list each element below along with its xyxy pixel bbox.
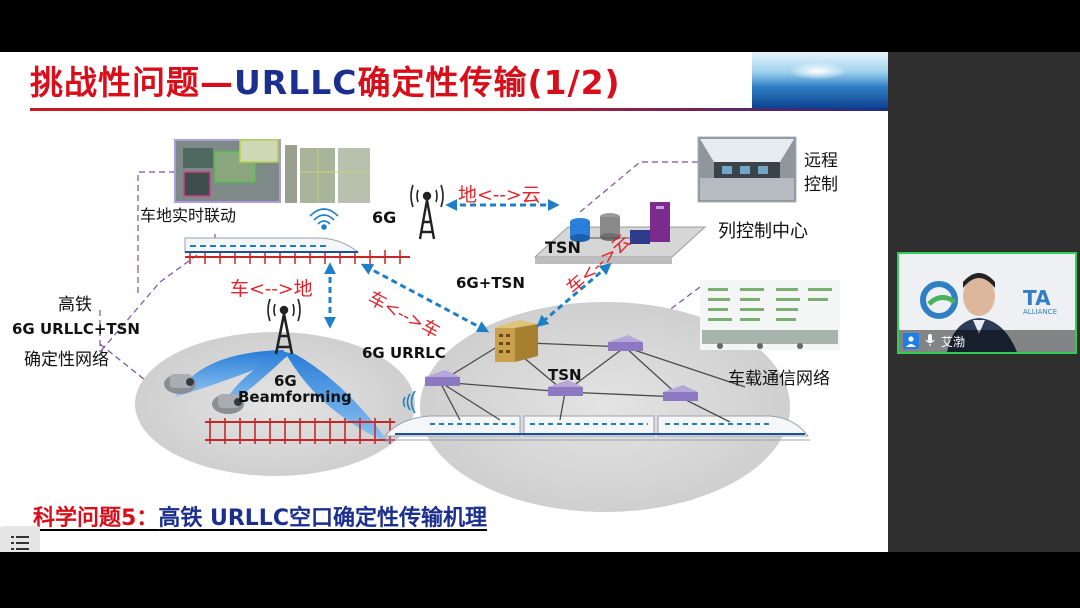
tsn-switch-icon xyxy=(548,380,583,396)
label-remote-control-line1: 远程 xyxy=(804,151,838,171)
tsn-switch-icon xyxy=(663,385,698,401)
slide-menu-button[interactable] xyxy=(0,526,40,552)
label-6g-tsn: 6G+TSN xyxy=(456,274,525,292)
label-remote-control-line2: 控制 xyxy=(804,175,838,195)
label-tsn-top: TSN xyxy=(545,238,581,257)
science-question: 科学问题5：高铁 URLLC空口确定性传输机理 xyxy=(33,506,487,531)
microphone-icon[interactable] xyxy=(925,332,935,351)
label-veh-ground: 车<-->地 xyxy=(230,278,313,300)
label-beamforming: Beamforming xyxy=(238,388,352,406)
beamforming-tower-icon xyxy=(267,298,301,355)
label-hsr-line2: 6G URLLC+TSN xyxy=(12,320,140,338)
menu-list-icon xyxy=(11,536,29,550)
wireless-signal-icon xyxy=(309,208,339,230)
participant-name-bar: 艾渤 xyxy=(899,330,1075,352)
participant-video xyxy=(899,254,1075,352)
title-underline xyxy=(30,108,888,111)
label-hsr-line1: 高铁 xyxy=(58,295,92,315)
wireless-signal-icon xyxy=(402,390,416,414)
tsn-switch-icon xyxy=(608,335,643,351)
gateway-router-icon xyxy=(495,320,538,362)
vehicle-ground-photos xyxy=(174,139,370,203)
label-onboard-network: 车载通信网络 xyxy=(728,369,830,389)
camera-icon xyxy=(212,394,244,414)
participant-logo-text: TA xyxy=(1023,286,1051,310)
cloud-tsn-platform xyxy=(533,202,707,264)
label-6g-urrlc: 6G URRLC xyxy=(362,344,446,362)
camera-icon xyxy=(164,374,196,394)
base-station-tower-icon xyxy=(410,184,444,240)
bottom-track xyxy=(205,418,395,444)
participant-name: 艾渤 xyxy=(941,334,966,349)
slide-title: 挑战性问题—URLLC确定性传输(1/2) xyxy=(30,63,621,102)
header-sea-image xyxy=(752,52,888,110)
onboard-network-image xyxy=(700,280,840,350)
label-6g-beam: 6G xyxy=(274,372,297,390)
label-hsr-line3: 确定性网络 xyxy=(24,350,109,370)
link-arrows xyxy=(324,199,612,333)
top-train xyxy=(184,237,410,264)
label-tsn-middle: TSN xyxy=(548,366,582,384)
participant-video-tile[interactable]: TA ALLIANCE 艾渤 xyxy=(897,252,1077,354)
label-6g-top: 6G xyxy=(372,208,397,227)
user-icon xyxy=(903,333,919,349)
tsn-switch-icon xyxy=(425,370,460,386)
label-ground-cloud: 地<-->云 xyxy=(458,184,541,206)
label-train-control-center: 列控制中心 xyxy=(718,221,808,242)
participant-logo-subtext: ALLIANCE xyxy=(1023,308,1057,316)
slide: 挑战性问题—URLLC确定性传输(1/2) xyxy=(0,52,888,552)
bottom-train xyxy=(383,415,810,441)
label-veh-ground-link: 车地实时联动 xyxy=(140,206,237,225)
remote-control-photo xyxy=(697,136,797,203)
network-diagram xyxy=(99,136,840,512)
